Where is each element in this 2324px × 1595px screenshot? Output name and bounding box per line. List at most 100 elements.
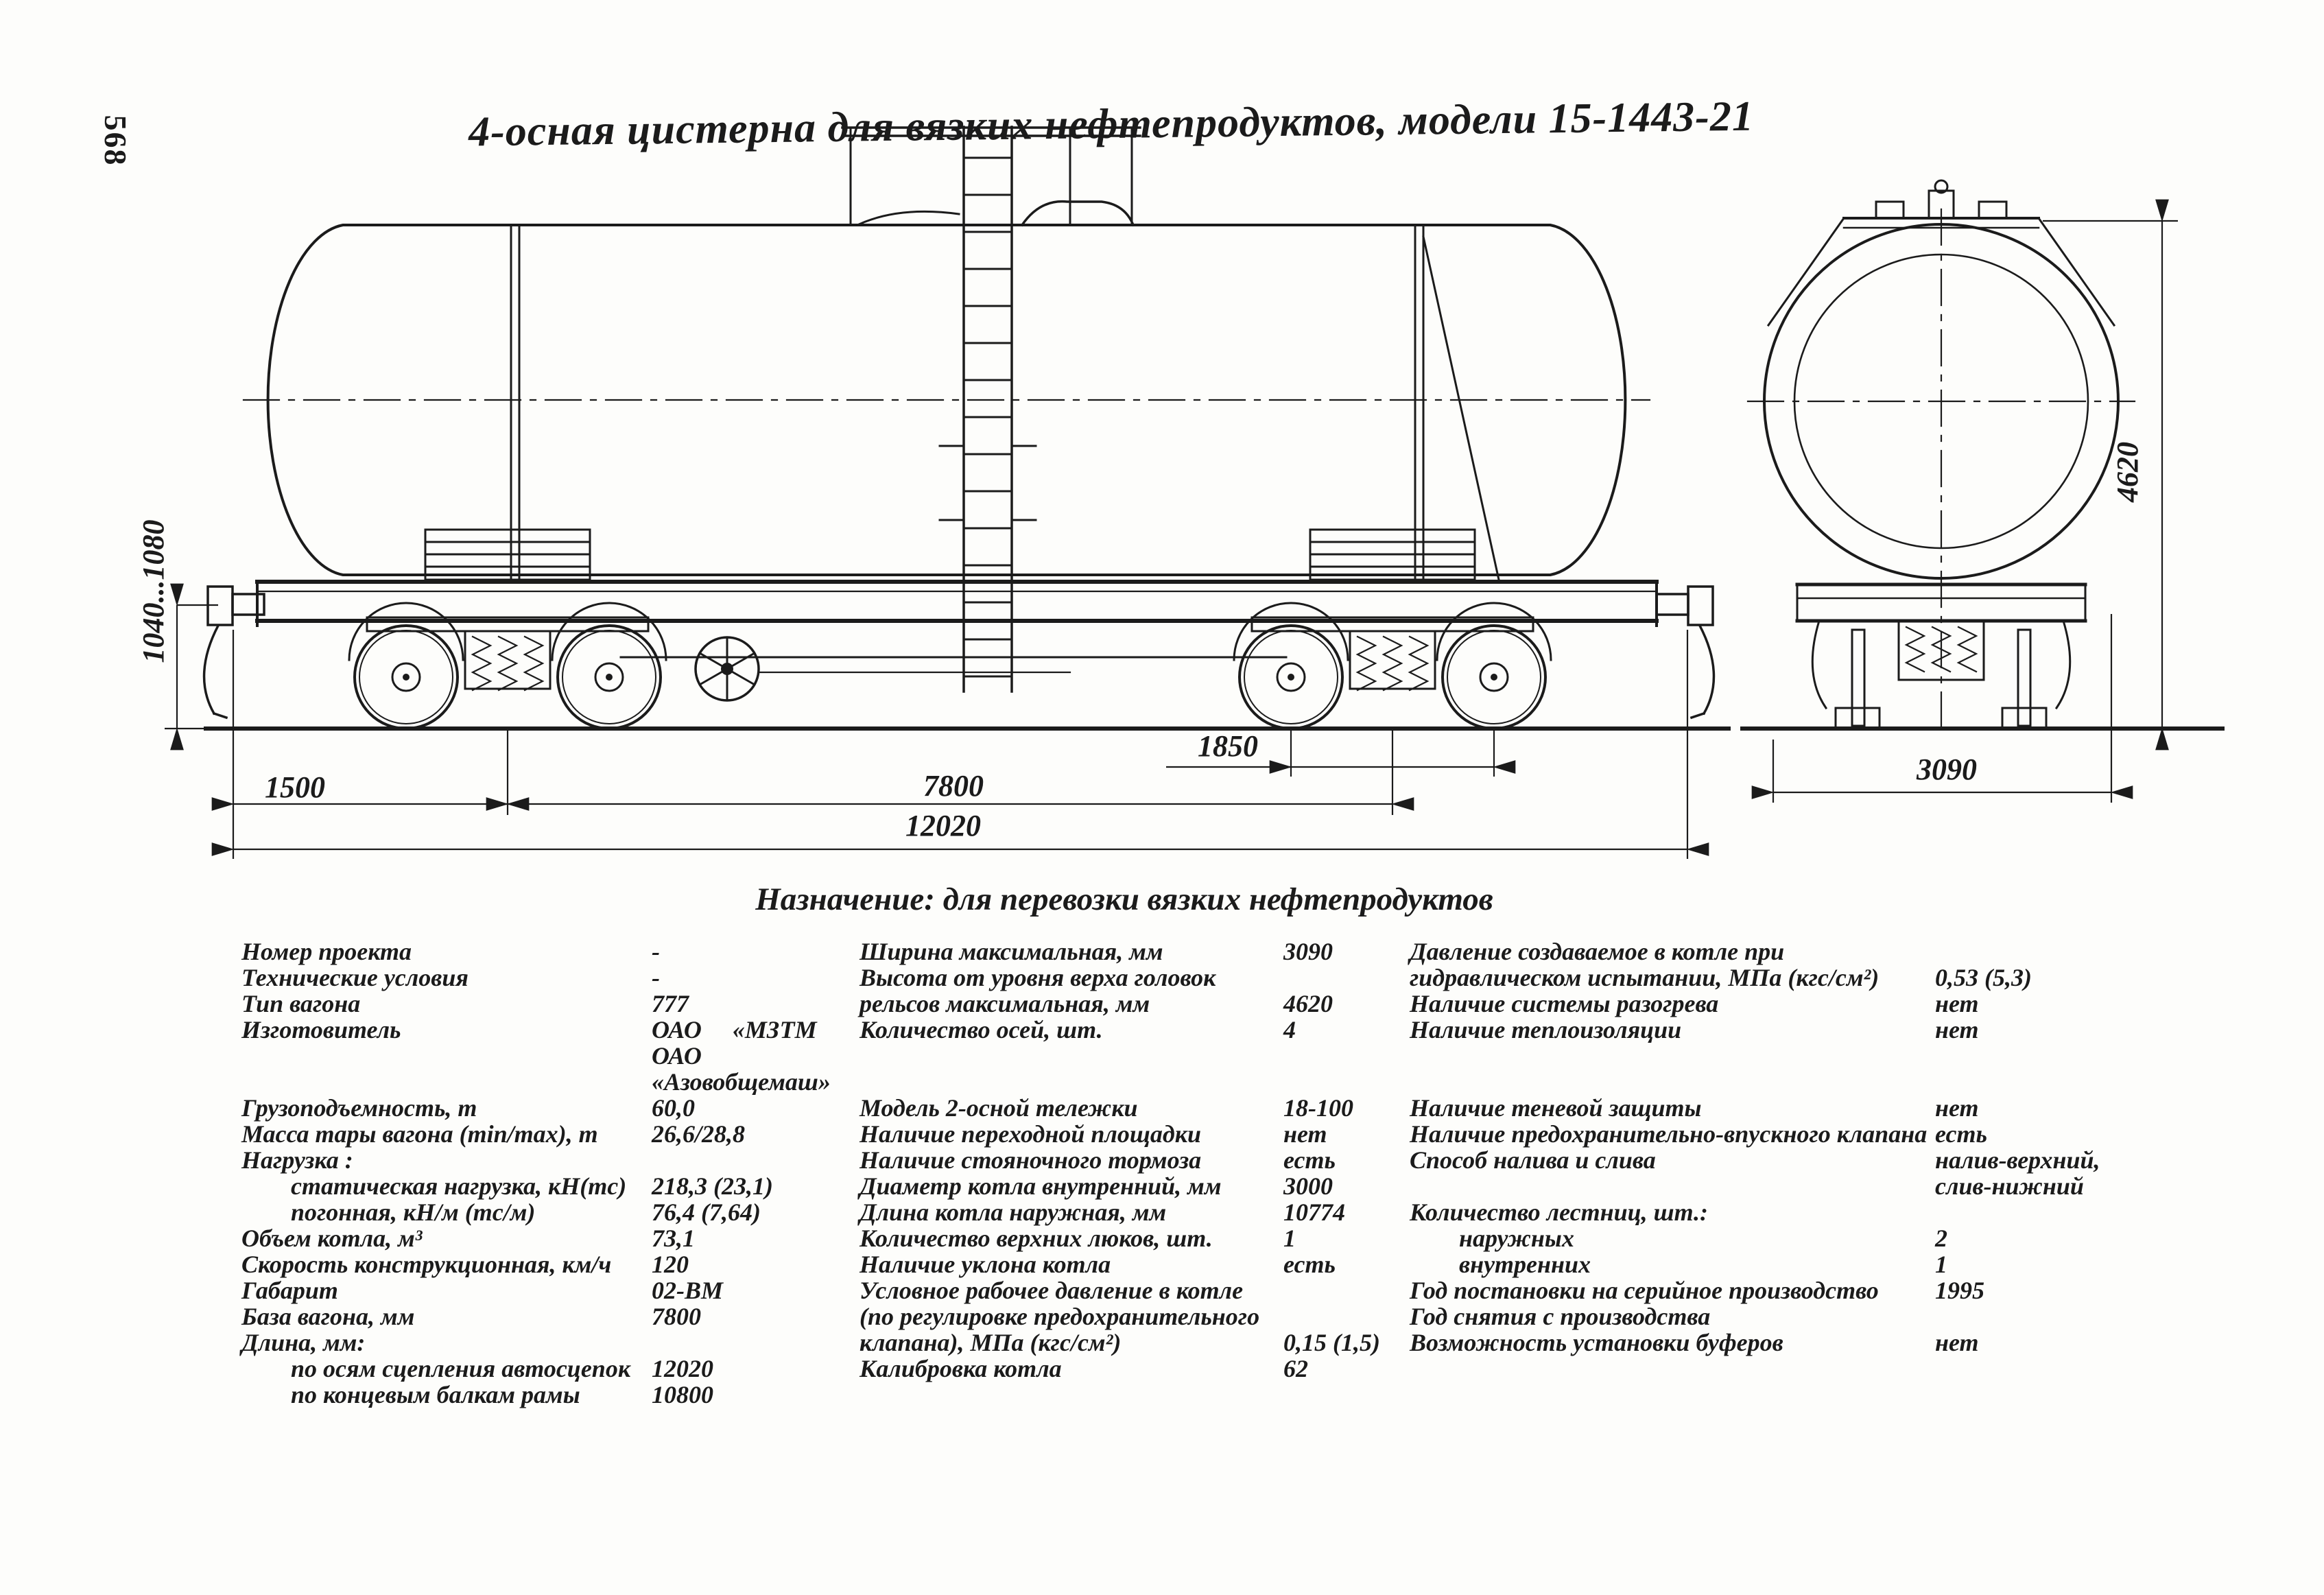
spec-label: Год снятия с производства (1410, 1303, 1711, 1330)
dim-label-12020: 12020 (905, 809, 981, 842)
spec-row: Высота от уровня верха головок (859, 965, 1545, 991)
spec-label: Калибровка котла (859, 1355, 1062, 1382)
spec-value: 218,3 (23,1) (652, 1172, 773, 1200)
spec-label: Наличие теплоизоляции (1410, 1016, 1682, 1043)
spec-value: - (652, 964, 660, 991)
spec-label: Количество осей, шт. (859, 1016, 1103, 1043)
spec-value: 26,6/28,8 (652, 1120, 746, 1148)
spec-value: 1995 (1935, 1277, 1984, 1304)
spec-row: Модель 2-осной тележки 18-100 (859, 1095, 1545, 1121)
dim-label-7800: 7800 (923, 769, 984, 803)
spec-row: ОАО (241, 1043, 886, 1069)
spec-value: 1 (1935, 1251, 1947, 1278)
spec-column-1: Номер проекта-Технические условия-Тип ва… (241, 938, 886, 1408)
spec-label: Грузоподъемность, т (241, 1094, 477, 1122)
spec-row (1410, 1043, 2315, 1069)
spec-value: 60,0 (652, 1094, 695, 1122)
spec-label: Возможность установки буферов (1410, 1329, 1783, 1356)
spec-label: клапана), МПа (кгс/см²) (859, 1329, 1122, 1356)
dim-label-1850: 1850 (1198, 729, 1258, 763)
spec-label: Длина, мм: (241, 1329, 366, 1356)
spec-value: есть (1283, 1146, 1336, 1174)
spec-row: Наличие теплоизоляции нет (1410, 1017, 2315, 1043)
spec-row: Количество верхних люков, шт.1 (859, 1225, 1545, 1251)
spec-label: Объем котла, м³ (241, 1225, 423, 1252)
spec-value: 12020 (652, 1355, 713, 1382)
spec-row: Изготовитель ОАО «МЗТМ (241, 1017, 886, 1043)
purpose-caption: Назначение: для перевозки вязких нефтепр… (755, 882, 1493, 917)
spec-label: Масса тары вагона (min/max), т (241, 1120, 598, 1148)
spec-value: ОАО «МЗТМ (652, 1016, 817, 1043)
spec-label: Габарит (241, 1277, 338, 1304)
spec-row: Масса тары вагона (min/max), т 26,6/28,8 (241, 1121, 886, 1147)
spec-value: 0,15 (1,5) (1283, 1329, 1380, 1356)
spec-value: нет (1935, 990, 1979, 1017)
spec-row: Наличие системы разогрева нет (1410, 991, 2315, 1017)
spec-label: Количество верхних люков, шт. (859, 1225, 1213, 1252)
spec-row: Номер проекта- (241, 938, 886, 965)
spec-row: «Азовобщемаш» (241, 1069, 886, 1095)
spec-label: Модель 2-осной тележки (859, 1094, 1138, 1122)
spec-value: нет (1935, 1016, 1979, 1043)
spec-value: слив-нижний (1935, 1172, 2084, 1200)
end-view (1740, 179, 2225, 739)
spec-value: 3090 (1283, 938, 1333, 965)
dim-label-4620: 4620 (2111, 442, 2144, 502)
spec-row: Год снятия с производства (1410, 1303, 2315, 1330)
spec-value: 120 (652, 1251, 689, 1278)
spec-label: Изготовитель (241, 1016, 401, 1043)
spec-label: Количество лестниц, шт.: (1410, 1198, 1709, 1226)
spec-label: Год постановки на серийное производство (1410, 1277, 1879, 1304)
dim-label-1500: 1500 (265, 770, 325, 804)
spec-value: 10774 (1283, 1198, 1345, 1226)
spec-value: 73,1 (652, 1225, 695, 1252)
spec-label: Наличие стояночного тормоза (859, 1146, 1202, 1174)
spec-label: Наличие предохранительно-впускного клапа… (1410, 1120, 1928, 1148)
spec-row: по концевым балкам рамы 10800 (241, 1382, 886, 1408)
spec-value: 3000 (1283, 1172, 1333, 1200)
spec-label: Способ налива и слива (1410, 1146, 1656, 1174)
spec-value: 2 (1935, 1225, 1947, 1252)
dim-label-coupler-height: 1040...1080 (137, 519, 170, 663)
spec-row: Длина котла наружная, мм 10774 (859, 1199, 1545, 1225)
spec-row (1410, 1069, 2315, 1095)
spec-label: Длина котла наружная, мм (859, 1198, 1167, 1226)
spec-value: 10800 (652, 1381, 713, 1408)
spec-row: статическая нагрузка, кН(тс)218,3 (23,1) (241, 1173, 886, 1199)
spec-label: (по регулировке предохранительного (859, 1303, 1260, 1330)
spec-row: Количество осей, шт.4 (859, 1017, 1545, 1043)
spec-label: Наличие переходной площадки (859, 1120, 1202, 1148)
spec-label: База вагона, мм (241, 1303, 415, 1330)
spec-label: Наличие системы разогрева (1410, 990, 1719, 1017)
spec-value: ОАО (652, 1042, 702, 1070)
spec-value: «Азовобщемаш» (652, 1068, 831, 1096)
spec-label: по концевым балкам рамы (291, 1381, 580, 1408)
spec-label: Наличие уклона котла (859, 1251, 1111, 1278)
spec-row: слив-нижний (1410, 1173, 2315, 1199)
spec-label: гидравлическом испытании, МПа (кгс/см²) (1410, 964, 1880, 991)
spec-row: Объем котла, м³ 73,1 (241, 1225, 886, 1251)
spec-label: Нагрузка : (241, 1146, 353, 1174)
spec-label: Номер проекта (241, 938, 412, 965)
spec-row: клапана), МПа (кгс/см²) 0,15 (1,5) (859, 1330, 1545, 1356)
spec-label: Технические условия (241, 964, 469, 991)
spec-row: Технические условия - (241, 965, 886, 991)
spec-label: Скорость конструкционная, км/ч (241, 1251, 612, 1278)
spec-row: Наличие стояночного тормоза есть (859, 1147, 1545, 1173)
spec-row: Количество лестниц, шт.: (1410, 1199, 2315, 1225)
spec-value: 18-100 (1283, 1094, 1353, 1122)
spec-value: 0,53 (5,3) (1935, 964, 2032, 991)
spec-value: есть (1935, 1120, 1987, 1148)
spec-value: нет (1283, 1120, 1327, 1148)
spec-label: Диаметр котла внутренний, мм (859, 1172, 1222, 1200)
